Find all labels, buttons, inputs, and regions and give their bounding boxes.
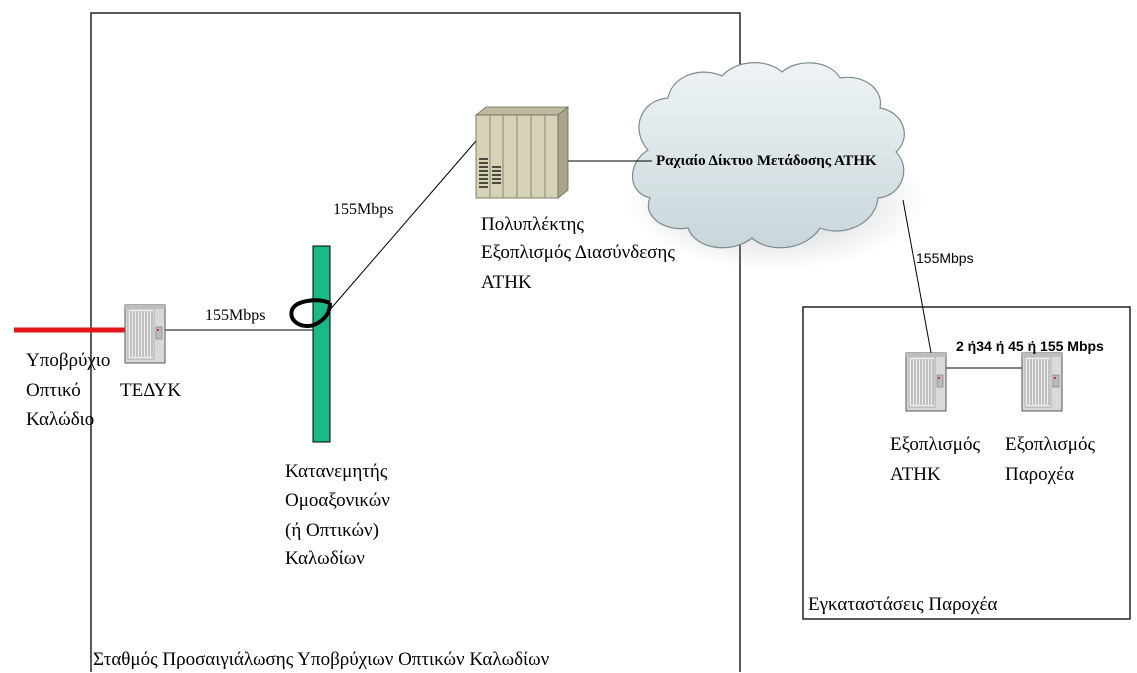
multiplexer-cabinet-icon [474, 106, 570, 199]
submarine-cable-label-line3: Καλώδιο [26, 409, 95, 430]
distributor-label-line3: (ή Οπτικών) [285, 520, 379, 541]
provider-boundary [802, 306, 1131, 620]
distributor-bar [312, 245, 331, 443]
cable-loop [289, 298, 332, 329]
multiplexer-label-line2: Εξοπλισμός Διασύνδεσης [481, 242, 675, 263]
distributor-label-line4: Καλωδίων [285, 548, 365, 569]
cloud-label: Ραχιαίο Δίκτυο Μετάδοσης ΑΤΗΚ [656, 153, 877, 169]
link-cloud-atik [902, 199, 933, 359]
station-boundary [90, 12, 741, 672]
provider-equipment-label-line2: Παροχέα [1005, 464, 1075, 485]
tedyk-rack-icon [124, 304, 166, 364]
provider-equipment-rack-icon [1021, 352, 1063, 412]
rate-atik-provider: 2 ή34 ή 45 ή 155 Mbps [956, 338, 1104, 354]
station-label: Σταθμός Προσαιγιάλωσης Υποβρύχιων Οπτικώ… [93, 649, 550, 670]
atik-equipment-label-line2: ΑΤΗΚ [890, 464, 941, 485]
submarine-cable-label-line1: Υποβρύχιο [26, 350, 111, 371]
atik-equipment-rack-icon [905, 352, 947, 412]
distributor-label-line1: Κατανεμητής [285, 461, 388, 482]
rate-tedyk-distributor: 155Mbps [205, 307, 266, 324]
rate-cloud-atik: 155Mbps [916, 250, 974, 266]
submarine-cable-label-line2: Οπτικό [26, 380, 81, 401]
provider-equipment-label-line1: Εξοπλισμός [1005, 434, 1096, 455]
cloud-shape [632, 62, 905, 249]
multiplexer-label-line3: ΑΤΗΚ [481, 272, 532, 293]
provider-facility-label: Εγκαταστάσεις Παροχέα [808, 594, 998, 615]
multiplexer-label-line1: Πολυπλέκτης [481, 214, 584, 235]
atik-equipment-label-line1: Εξοπλισμός [890, 434, 981, 455]
distributor-label-line2: Ομοαξονικών [285, 490, 390, 511]
rate-distributor-mux: 155Mbps [333, 201, 394, 218]
link-distributor-mux [327, 140, 477, 313]
tedyk-label: ΤΕΔΥΚ [120, 380, 182, 401]
